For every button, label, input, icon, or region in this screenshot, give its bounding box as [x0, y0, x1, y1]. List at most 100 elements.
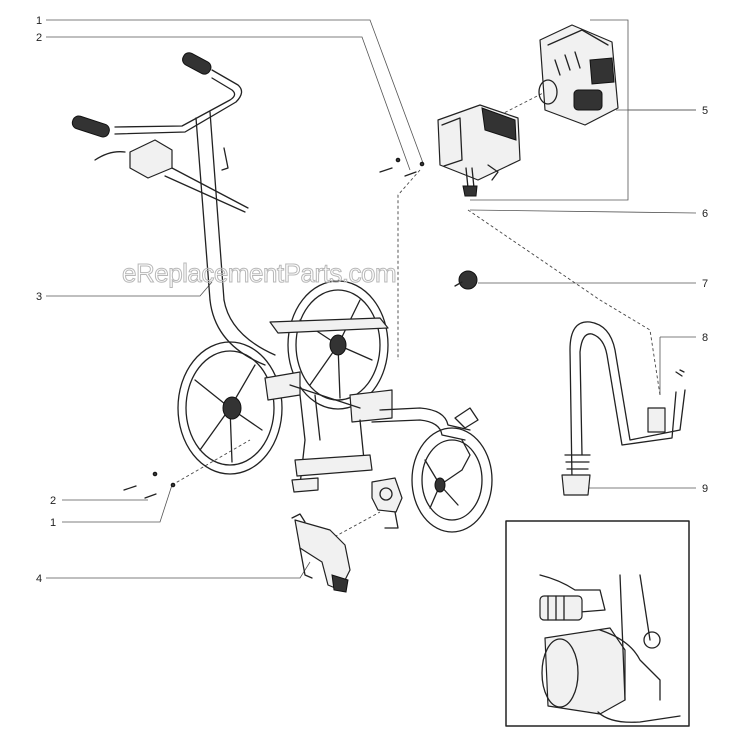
leader-1-top	[46, 19, 424, 164]
inset-fitting-small	[539, 595, 583, 621]
leader-6	[469, 209, 697, 214]
front-wheel-spokes	[424, 459, 463, 509]
callout-1-top: 1	[36, 15, 42, 27]
tube-coupling	[647, 407, 666, 433]
front-wheel-hub	[434, 477, 446, 493]
suction-tube	[561, 321, 686, 496]
callout-6: 6	[702, 208, 708, 220]
bolt-bottom-2	[144, 493, 157, 499]
left-wheel-spokes	[194, 364, 263, 463]
handle-bar	[114, 69, 243, 135]
left-wheel-hub	[222, 396, 242, 420]
dash-bolt-wheel	[171, 439, 251, 486]
engine-fins	[554, 51, 581, 76]
dash-engine-pump	[499, 91, 546, 116]
bolt-bottom-1	[123, 485, 137, 491]
leader-2-top	[46, 36, 411, 171]
trigger-lever	[94, 151, 126, 161]
engine-top-ridge	[547, 29, 609, 46]
detail-inset	[505, 520, 690, 727]
pump-motor	[481, 107, 517, 141]
strainer	[561, 474, 591, 496]
inset-frame-edge	[599, 629, 661, 701]
right-bracket	[349, 389, 393, 423]
rear-wheel-tire	[287, 280, 389, 410]
leader-3	[46, 281, 213, 297]
clamp-bolt	[384, 511, 399, 529]
gun-swivel	[291, 513, 306, 523]
axle	[289, 384, 361, 409]
callout-9: 9	[702, 483, 708, 495]
inset-large-ring	[541, 638, 579, 708]
bolt-top-2	[404, 171, 417, 177]
dash-pump-hose	[467, 209, 661, 396]
callout-3: 3	[36, 291, 42, 303]
pump-outlet	[465, 167, 475, 189]
inset-fitting-large	[544, 627, 626, 715]
pump	[437, 104, 521, 197]
frame-foot	[291, 477, 319, 493]
pump-front-plate	[441, 117, 463, 167]
washer-top-1	[395, 157, 401, 163]
frame-lower-bar	[294, 454, 373, 477]
rear-wheel-hub	[329, 334, 347, 356]
pump-housing	[437, 104, 521, 181]
callout-2-bottom: 2	[50, 495, 56, 507]
front-wheel-tire	[411, 427, 493, 533]
handle-post-left	[195, 117, 211, 301]
rear-wheel-rim	[295, 289, 381, 401]
front-knob	[454, 407, 479, 429]
washer-top-2	[419, 161, 425, 167]
tube-clip	[675, 369, 685, 377]
dash-pump-frame	[397, 169, 421, 360]
cart-handle	[71, 52, 276, 366]
cable-2	[164, 175, 246, 213]
callout-7: 7	[702, 278, 708, 290]
engine-cover	[589, 57, 615, 85]
control-box	[129, 139, 173, 179]
handle-post-right	[209, 111, 225, 301]
fitting-stub	[454, 281, 463, 287]
pump-valve	[487, 164, 499, 181]
top-crossbar	[269, 317, 389, 334]
clamp-knob	[379, 487, 393, 501]
inset-small-threads	[547, 595, 565, 621]
watermark: eReplacementParts.com	[122, 258, 396, 288]
front-arm	[379, 407, 471, 431]
bolts-top	[379, 157, 425, 177]
callout-5: 5	[702, 105, 708, 117]
leader-4	[46, 561, 311, 579]
engine	[538, 24, 619, 126]
leader-lines	[46, 19, 697, 579]
front-arm-lower	[371, 419, 466, 441]
gun-handle	[299, 547, 313, 579]
inset-post	[619, 574, 651, 701]
leader-8	[659, 336, 696, 395]
front-wheel-rim	[421, 439, 483, 521]
washer-bottom-1	[152, 471, 158, 477]
left-wheel-tire	[177, 341, 283, 475]
callout-4: 4	[36, 573, 42, 585]
callouts: 1 2 3 2 1 4 5 6 7 8 9	[36, 15, 708, 585]
pump-fitting	[462, 185, 478, 197]
left-wheel-rim	[185, 350, 275, 466]
gun-clamp	[371, 477, 403, 513]
fitting-7	[454, 270, 478, 290]
cable-1	[171, 167, 249, 209]
handle-bar-inner	[114, 77, 236, 128]
gun-tip	[331, 574, 349, 593]
engine-shaft-housing	[538, 79, 558, 105]
assembly-dashed-lines	[171, 91, 661, 543]
spray-gun	[291, 513, 351, 593]
bolts-bottom	[123, 471, 176, 499]
inset-bolt	[643, 631, 661, 649]
frame-curve-1	[209, 299, 266, 366]
suction-tube-outer	[569, 321, 686, 481]
callout-8: 8	[702, 332, 708, 344]
suction-tube-inner	[579, 333, 677, 456]
engine-carburetor	[573, 89, 603, 111]
caster-fork	[461, 439, 471, 471]
cart-frame	[177, 280, 493, 533]
handle-grip-right	[182, 52, 212, 75]
